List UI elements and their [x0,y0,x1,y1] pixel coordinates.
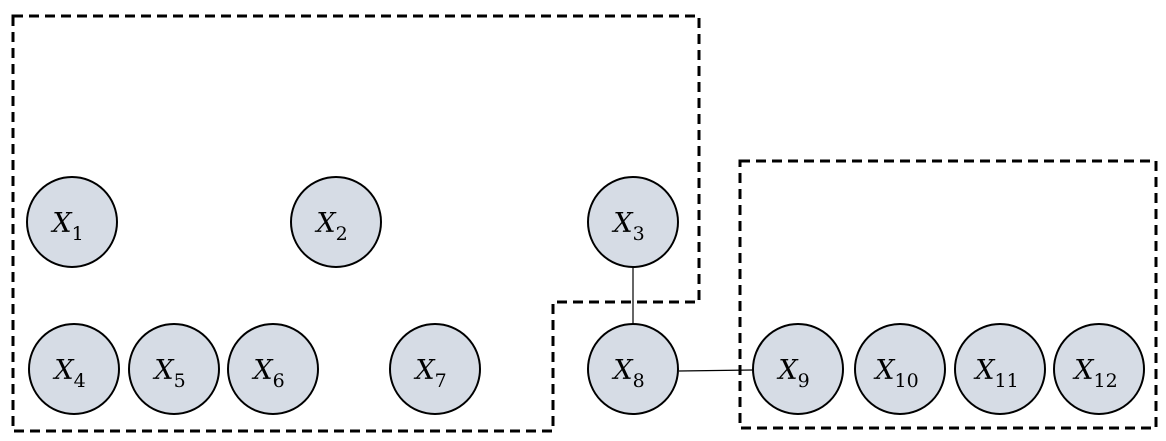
node-label: X10 [873,355,918,392]
node-label: X8 [611,355,644,392]
node-circle [752,323,844,415]
edge-x8-x9 [678,369,754,372]
node-label: X12 [1072,355,1117,392]
node-x11: X11 [954,323,1046,415]
node-x12: X12 [1053,323,1145,415]
node-circle [28,323,120,415]
node-x9: X9 [752,323,844,415]
node-circle [587,176,679,268]
node-circle [1053,323,1145,415]
node-circle [587,323,679,415]
node-label: X7 [413,355,446,392]
region-right-cluster [738,159,1158,430]
node-x10: X10 [854,323,946,415]
node-circle [26,176,118,268]
node-label: X9 [776,355,809,392]
node-label: X6 [251,355,284,392]
node-circle [290,176,382,268]
node-x5: X5 [128,323,220,415]
node-x4: X4 [28,323,120,415]
node-x6: X6 [227,323,319,415]
node-label: X2 [314,208,347,245]
node-circle [128,323,220,415]
node-label: X1 [50,208,83,245]
node-x1: X1 [26,176,118,268]
node-label: X3 [611,208,644,245]
node-x8: X8 [587,323,679,415]
node-x3: X3 [587,176,679,268]
node-label: X4 [52,355,85,392]
node-circle [954,323,1046,415]
node-label: X5 [152,355,185,392]
node-circle [854,323,946,415]
node-circle [227,323,319,415]
node-x7: X7 [389,323,481,415]
node-label: X11 [973,355,1018,392]
node-circle [389,323,481,415]
node-x2: X2 [290,176,382,268]
